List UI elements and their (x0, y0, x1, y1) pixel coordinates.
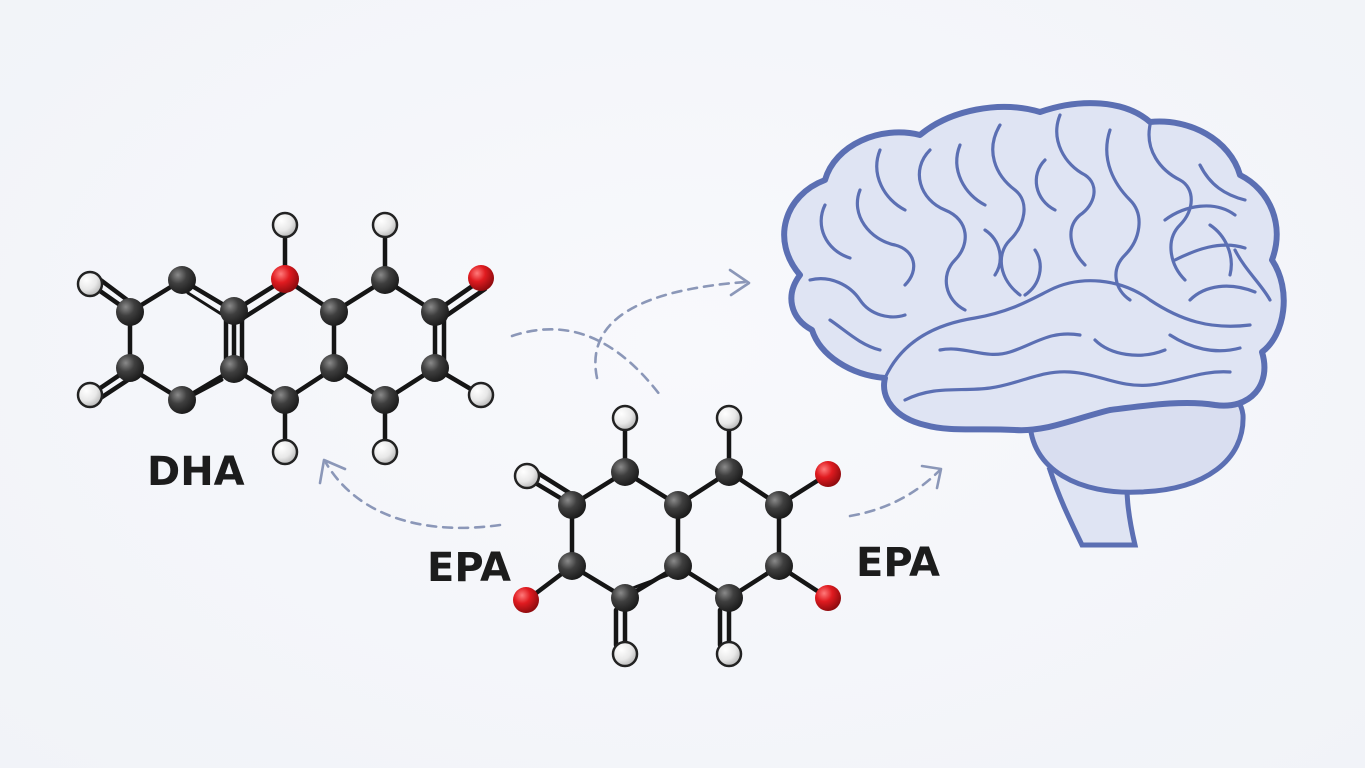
arrow-to-brain-lower (848, 468, 942, 518)
epa-label-right: EPA (856, 540, 940, 586)
dha-label: DHA (147, 449, 245, 495)
dashed-arrows (318, 268, 943, 530)
dha-molecule-icon (76, 211, 495, 466)
epa-label-left: EPA (427, 545, 511, 591)
epa-molecule-icon (513, 404, 841, 668)
arrowhead-upper-icon (728, 268, 751, 297)
arrow-loop (510, 328, 662, 397)
arrow-to-brain-upper (594, 280, 747, 380)
brain-gyri (808, 113, 1272, 402)
arrowhead-dha-icon (318, 458, 347, 485)
cerebrum (781, 100, 1287, 434)
arrow-to-dha (324, 461, 502, 530)
brain-icon (781, 100, 1287, 548)
arrowhead-lower-icon (920, 464, 943, 490)
